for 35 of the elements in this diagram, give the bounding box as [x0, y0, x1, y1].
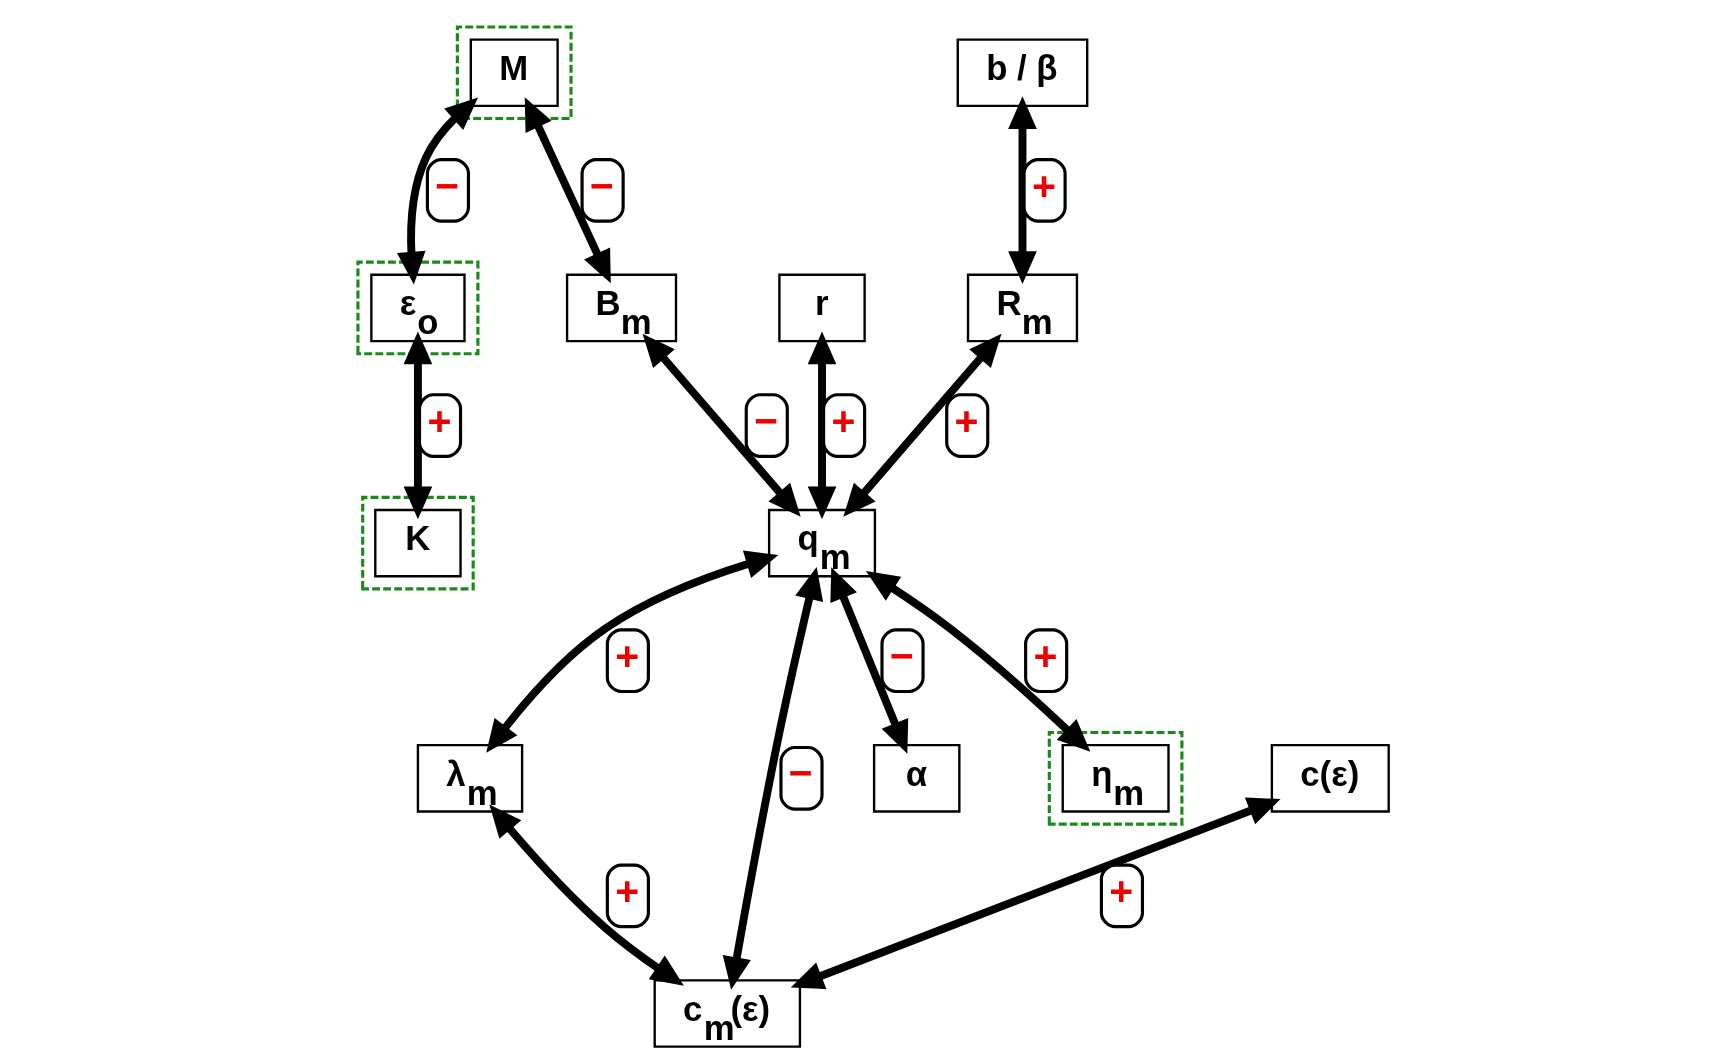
- arrow: [524, 97, 611, 284]
- node-box: K: [373, 508, 462, 578]
- node-box: b / β: [956, 38, 1088, 108]
- arrow: [790, 797, 1281, 990]
- edge-label: −: [434, 162, 459, 209]
- arrow: [403, 331, 432, 520]
- edge-label: −: [889, 632, 914, 679]
- edge-label: +: [1108, 868, 1133, 915]
- edge-label: −: [788, 750, 813, 797]
- node-box: M: [469, 38, 559, 108]
- edge-label: +: [1031, 162, 1056, 209]
- node-box: c(ε): [1270, 744, 1390, 813]
- arrow: [642, 333, 801, 517]
- arrow: [865, 571, 1090, 752]
- edge-label: +: [1033, 632, 1057, 679]
- edge-label: −: [753, 397, 778, 444]
- edge-label: +: [614, 632, 639, 679]
- edge-label: +: [426, 397, 451, 444]
- edge-label: +: [614, 868, 639, 915]
- arrow: [396, 97, 478, 285]
- node-box: α: [872, 744, 961, 813]
- cluster: [355, 260, 479, 356]
- cluster: [1047, 730, 1183, 826]
- arrow: [807, 331, 836, 520]
- arrow: [829, 567, 908, 754]
- cluster: [360, 495, 475, 591]
- edge-label: +: [954, 397, 979, 444]
- arrow: [842, 333, 1001, 517]
- arrow: [488, 804, 684, 986]
- node-box: r: [777, 273, 866, 343]
- edge-label: +: [830, 397, 855, 444]
- cluster: [455, 25, 573, 121]
- edge-label: −: [589, 162, 614, 209]
- arrow: [1007, 96, 1037, 285]
- arrow: [485, 550, 778, 753]
